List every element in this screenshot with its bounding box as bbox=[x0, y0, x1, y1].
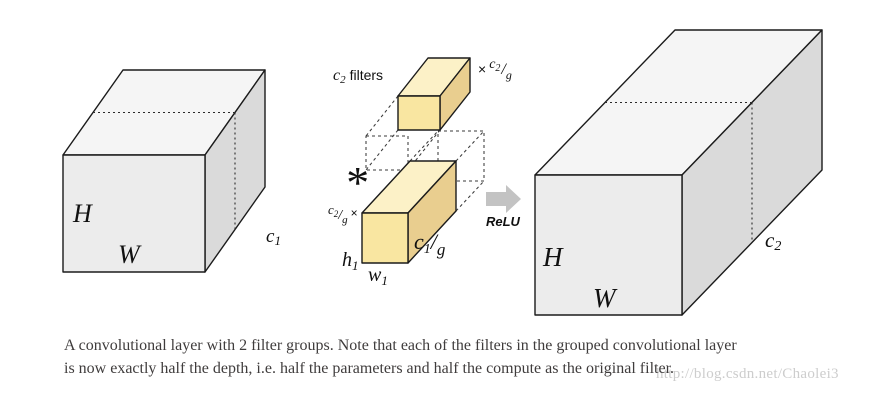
filter1-front-face bbox=[397, 95, 441, 131]
input-width-label: W bbox=[118, 240, 142, 269]
caption-line-2: is now exactly half the depth, i.e. half… bbox=[64, 360, 675, 377]
arrow-right-icon bbox=[486, 185, 521, 213]
filter2-fulldepth-ghost bbox=[409, 130, 485, 212]
input-height-label: H bbox=[72, 199, 93, 228]
output-depth-label: c2 bbox=[765, 228, 781, 254]
filter-group-2 bbox=[361, 130, 485, 264]
caption-line-1: A convolutional layer with 2 filter grou… bbox=[64, 337, 737, 354]
input-front-face bbox=[62, 154, 206, 273]
input-depth-label: c1 bbox=[266, 226, 281, 248]
filter-group-1 bbox=[365, 57, 471, 171]
filter-width-label: w1 bbox=[368, 264, 388, 288]
output-tensor: H W c2 bbox=[534, 29, 823, 316]
figure-caption: A convolutional layer with 2 filter grou… bbox=[64, 334, 854, 380]
filter-height-label: h1 bbox=[342, 249, 359, 273]
output-front-face bbox=[534, 174, 683, 316]
relu-stage: ReLU bbox=[486, 185, 521, 229]
watermark: http://blog.csdn.net/Chaolei3 bbox=[656, 366, 839, 382]
relu-label: ReLU bbox=[486, 214, 521, 229]
output-height-label: H bbox=[542, 242, 564, 272]
filter1-fulldepth-ghost bbox=[365, 95, 441, 171]
filter1-multiplicity-label: ×c2/g bbox=[478, 57, 512, 82]
filter-depth-label: c1/g bbox=[414, 229, 445, 259]
filter2-front-face bbox=[361, 212, 409, 264]
input-tensor: H W c1 bbox=[62, 69, 281, 273]
convolution-operator: * bbox=[344, 157, 367, 208]
output-width-label: W bbox=[593, 283, 618, 313]
filter2-multiplicity-label: c2/g× bbox=[328, 202, 358, 226]
